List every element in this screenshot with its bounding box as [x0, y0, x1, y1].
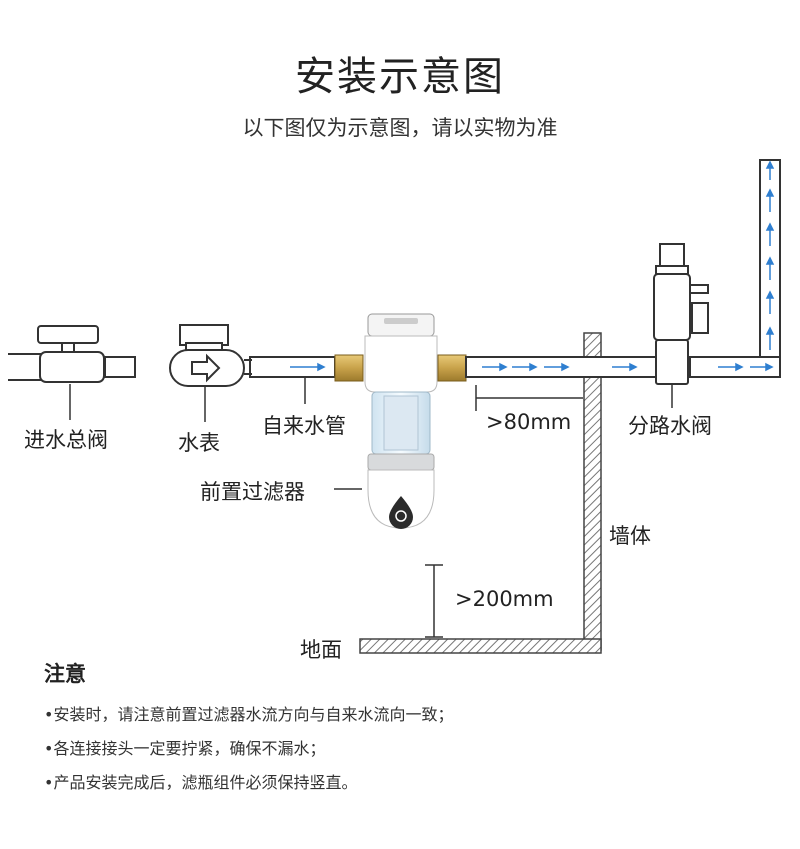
note-item: •各连接接头一定要拧紧，确保不漏水； [44, 739, 326, 758]
pipe-left [8, 353, 336, 381]
label-ground: 地面 [300, 638, 342, 662]
label-tap-pipe: 自来水管 [262, 414, 346, 438]
label-wall: 墙体 [609, 524, 651, 548]
wall [583, 332, 602, 651]
main-valve [37, 325, 105, 383]
flow-arrows [290, 160, 775, 372]
label-branch-valve: 分路水阀 [628, 414, 712, 438]
dimension-200mm [425, 564, 443, 638]
branch-valve [653, 243, 709, 385]
label-water-meter: 水表 [178, 431, 220, 455]
pipe-right [465, 159, 781, 378]
notes-title: 注意 [44, 662, 86, 686]
note-item: •产品安装完成后，滤瓶组件必须保持竖直。 [44, 773, 358, 792]
note-item: •安装时，请注意前置过滤器水流方向与自来水流向一致； [44, 705, 454, 724]
water-drop-icon [389, 496, 413, 529]
page-title: 安装示意图 [295, 54, 505, 100]
prefilter-unit [334, 313, 467, 529]
dimension-80mm [475, 385, 583, 411]
notes-section: 注意 •安装时，请注意前置过滤器水流方向与自来水流向一致； •各连接接头一定要拧… [44, 658, 453, 800]
page-subtitle: 以下图仅为示意图，请以实物为准 [242, 116, 558, 140]
label-prefilter: 前置过滤器 [200, 480, 305, 504]
label-main-valve: 进水总阀 [24, 428, 108, 452]
leader-lines [69, 378, 673, 490]
label-dist-200: >200mm [455, 587, 554, 611]
flow-arrow-icon [191, 353, 221, 383]
water-meter [169, 324, 252, 387]
label-dist-80: >80mm [486, 410, 572, 434]
floor [359, 638, 602, 654]
